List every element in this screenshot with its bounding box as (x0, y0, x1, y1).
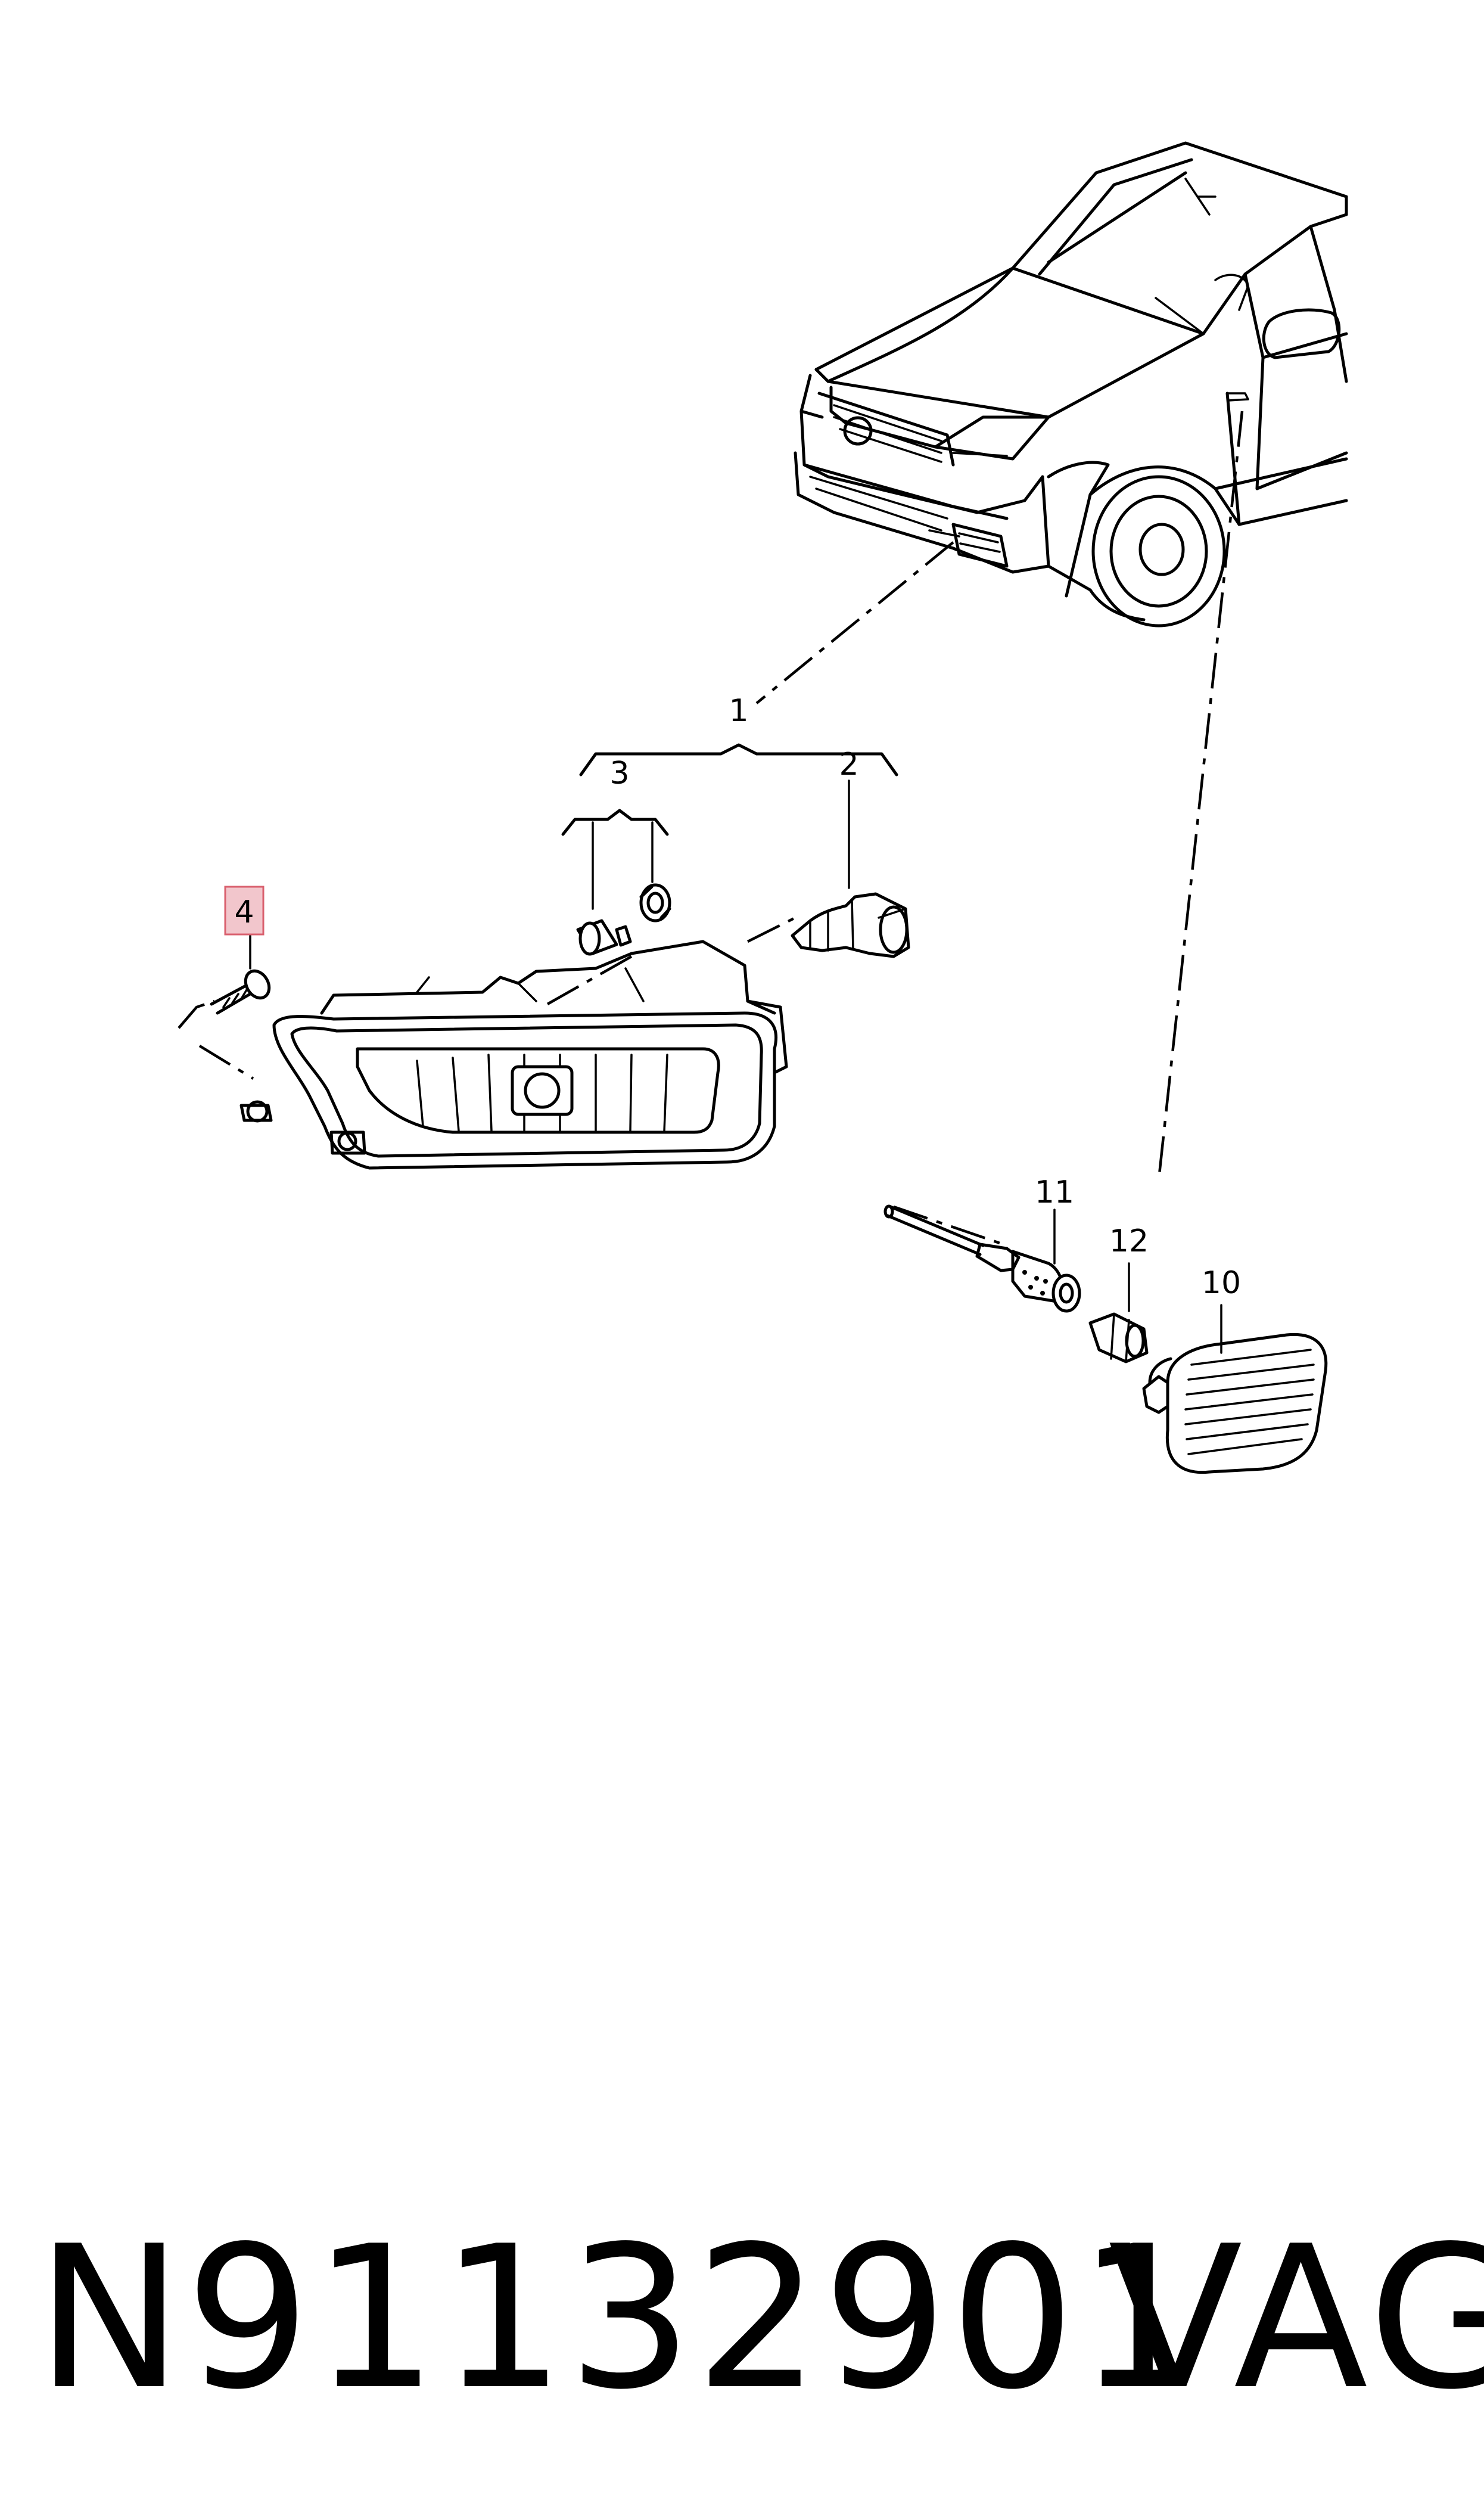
callout-10: 10 (1202, 1265, 1241, 1301)
callout-4-highlight (224, 886, 265, 936)
callout-3: 3 (609, 756, 629, 791)
footer: N91132901 VAG (0, 2193, 1484, 2443)
fog-lamp-housing (239, 940, 788, 1170)
socket-part-11 (883, 1204, 1081, 1313)
vehicle-illustration (794, 141, 1348, 628)
brand-name: VAG (1108, 2204, 1484, 2433)
callout-12: 12 (1109, 1223, 1149, 1259)
leader-lines (249, 743, 1222, 1354)
callout-2: 2 (839, 747, 858, 782)
callout-4: 4 (234, 894, 254, 930)
side-marker-part-10 (1142, 1333, 1328, 1474)
callout-1: 1 (729, 693, 748, 729)
reference-lines (178, 411, 1244, 1247)
bulb-part-12 (1088, 1312, 1149, 1363)
screw-part-4 (210, 969, 271, 1015)
callout-labels: 1 2 3 4 11 12 10 (224, 693, 1241, 1301)
bulb-part-2 (791, 892, 910, 958)
callout-11: 11 (1035, 1175, 1074, 1210)
part-number: N91132901 (36, 2204, 1205, 2433)
adjuster-part-3 (576, 883, 671, 956)
